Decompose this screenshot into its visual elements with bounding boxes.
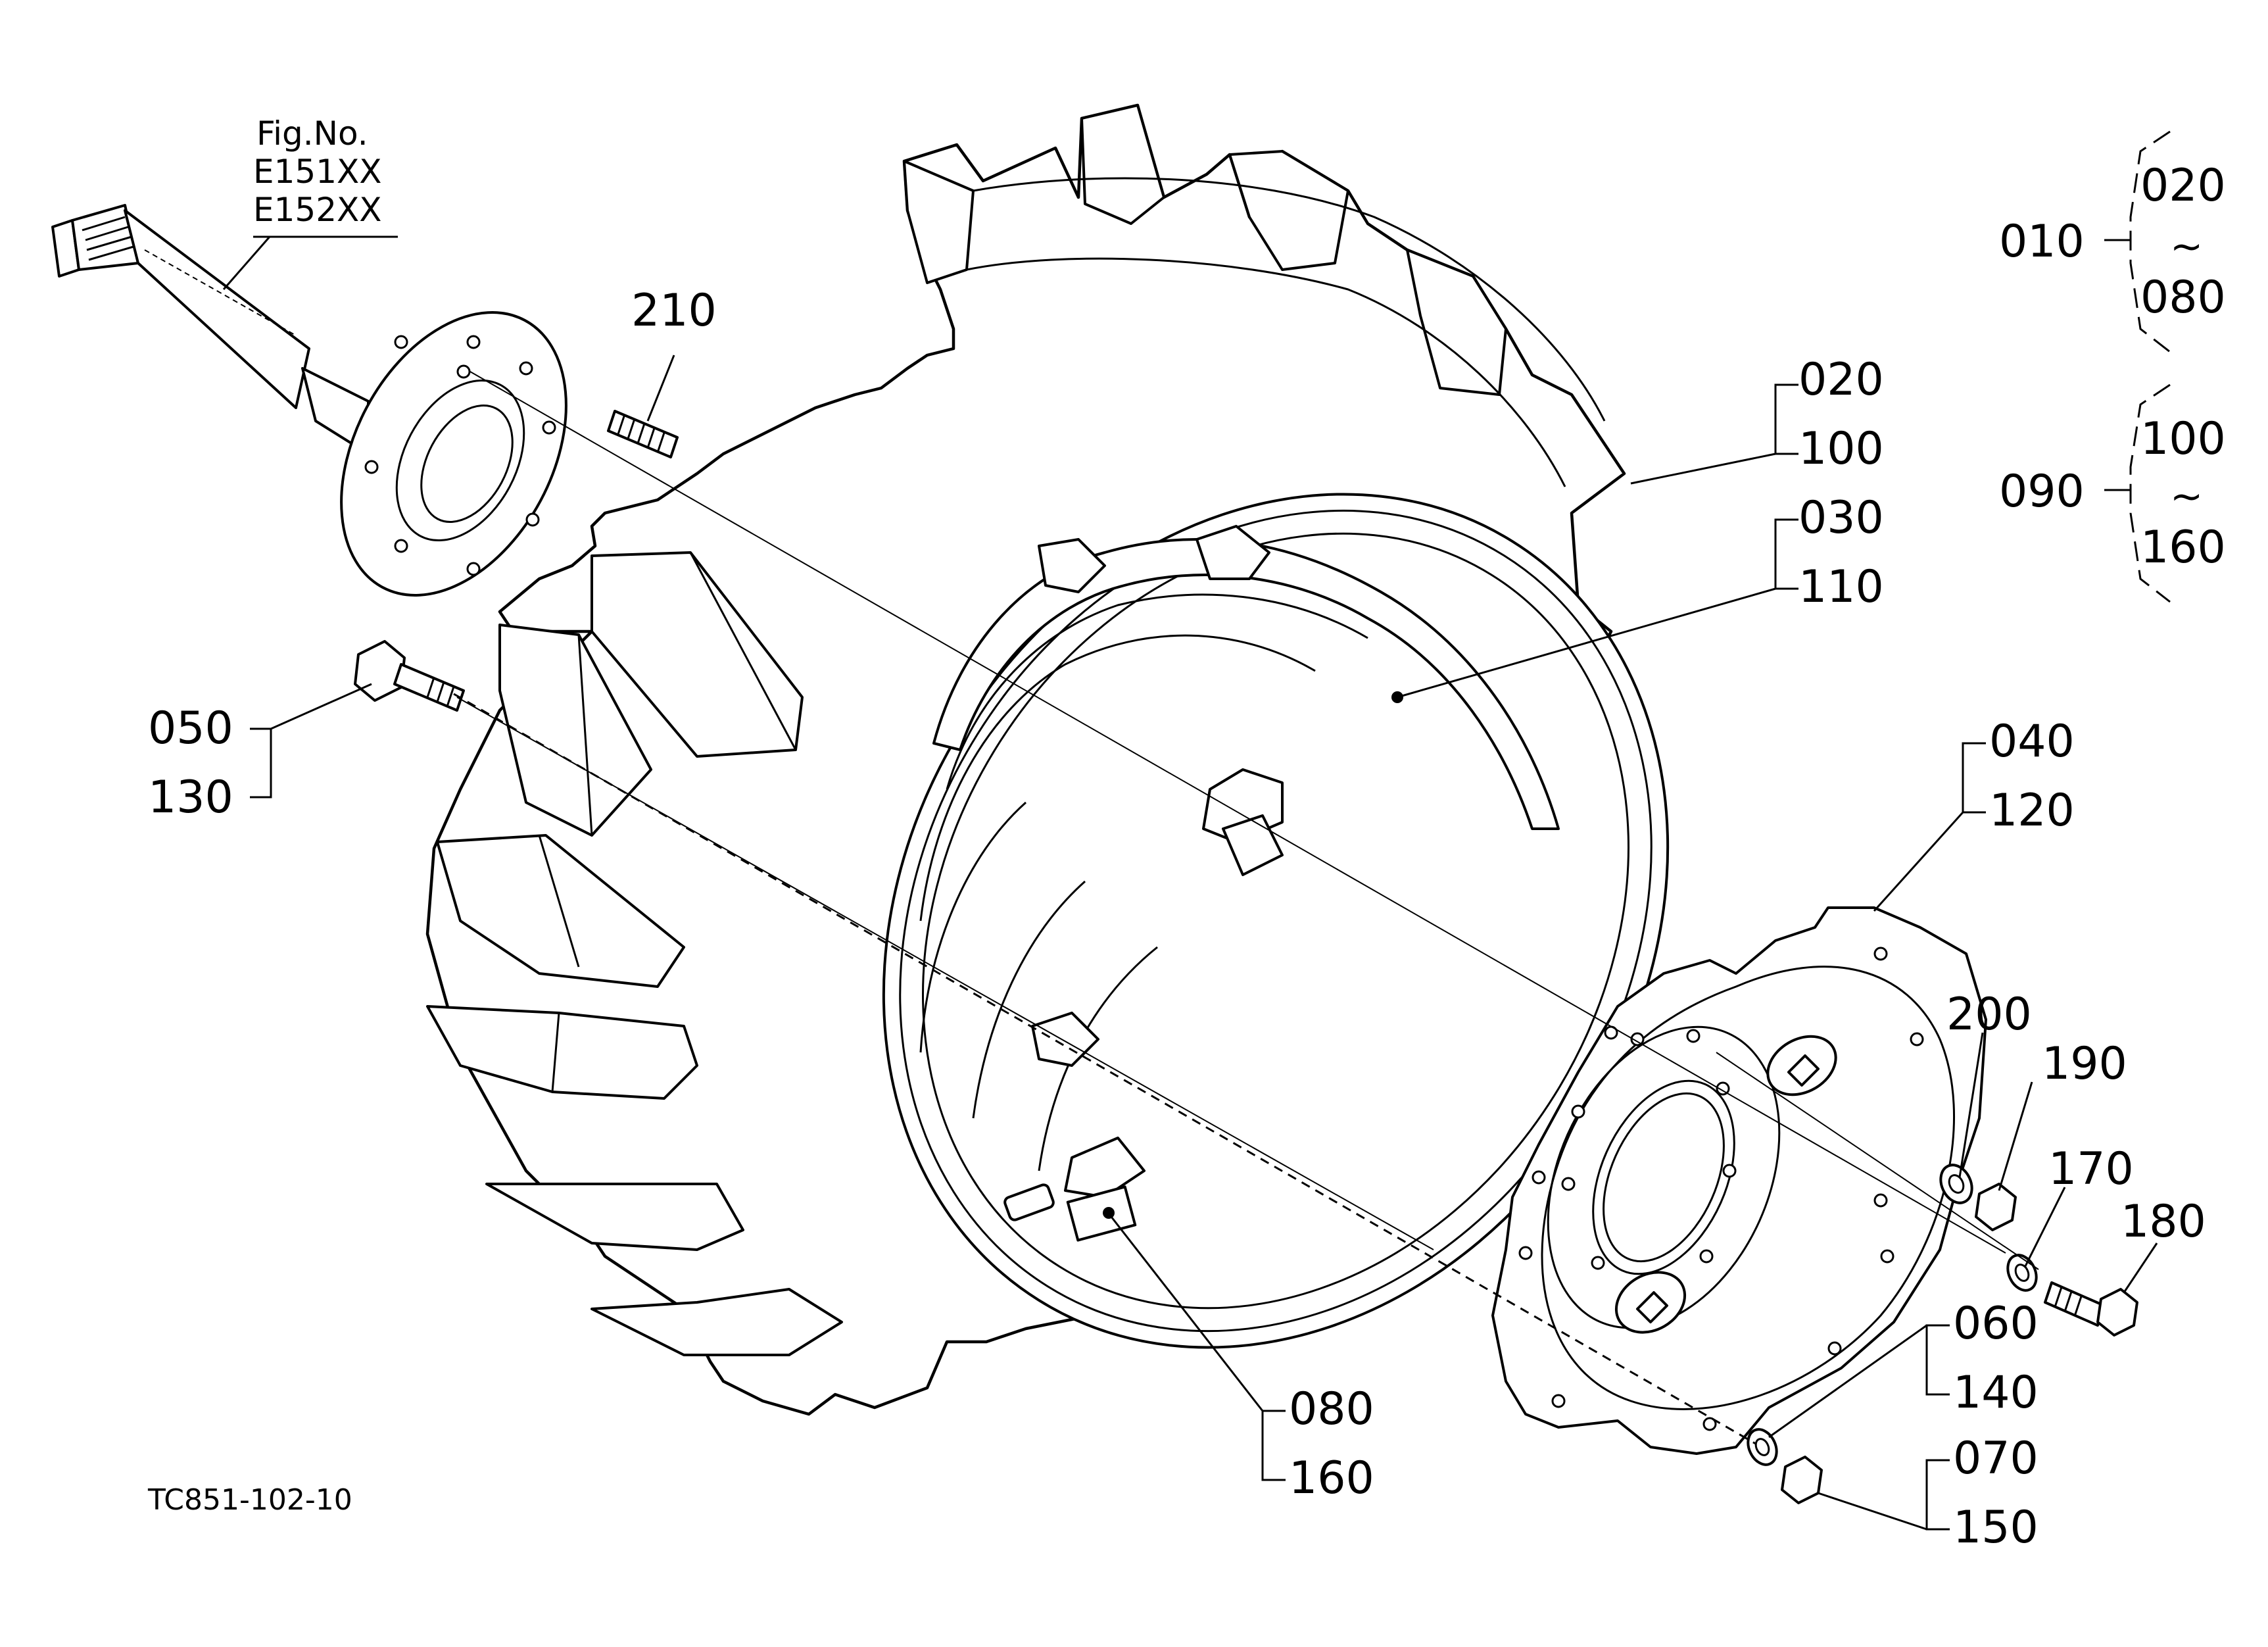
- fig-number-1: E151XX: [253, 153, 382, 191]
- callout-150: 150: [1953, 1502, 2039, 1554]
- leader-lines: [222, 130, 2171, 1531]
- callout-180: 180: [2121, 1196, 2206, 1248]
- group-010-from: 020: [2140, 160, 2226, 212]
- callout-050: 050: [148, 702, 233, 754]
- group-010-tilde: ~: [2170, 224, 2203, 270]
- callout-070: 070: [1953, 1433, 2039, 1485]
- callout-140: 140: [1953, 1367, 2039, 1419]
- wheel-disc: [1491, 906, 1987, 1455]
- rim: [882, 493, 1670, 1349]
- group-010-to: 080: [2140, 272, 2226, 324]
- group-090-from: 100: [2140, 413, 2226, 465]
- figure-reference: Fig.No. E151XX E152XX TC851-102-10: [147, 114, 382, 1517]
- callout-190: 190: [2042, 1038, 2127, 1090]
- group-legend: 010 020 ~ 080 090 100 ~ 160: [1999, 160, 2226, 574]
- group-090-tilde: ~: [2170, 474, 2203, 520]
- callout-030: 030: [1798, 492, 1884, 544]
- rear-axle-shaft: [51, 204, 567, 597]
- callout-020: 020: [1798, 354, 1884, 406]
- callout-120: 120: [1989, 785, 2075, 837]
- callout-130: 130: [148, 772, 233, 823]
- stud-210: [607, 410, 679, 458]
- callout-160: 160: [1289, 1452, 1374, 1504]
- callout-170: 170: [2048, 1143, 2134, 1195]
- group-090-to: 160: [2140, 522, 2226, 574]
- callout-040: 040: [1989, 716, 2075, 768]
- assembly-axes: [144, 249, 2039, 1445]
- fig-number-2: E152XX: [253, 191, 382, 229]
- callout-080: 080: [1289, 1383, 1374, 1435]
- callout-060: 060: [1953, 1298, 2039, 1350]
- fig-label: Fig.No.: [256, 114, 368, 153]
- callout-200: 200: [1946, 989, 2032, 1041]
- group-090-parent: 090: [1999, 466, 2085, 518]
- callout-210: 210: [631, 285, 717, 337]
- callout-labels: 210 020 100 030 110 050 130 040 120 200 …: [148, 285, 2206, 1554]
- drawing-code: TC851-102-10: [147, 1483, 352, 1517]
- group-010-parent: 010: [1999, 216, 2085, 268]
- bolt-050: [354, 640, 465, 712]
- callout-100: 100: [1798, 423, 1884, 475]
- callout-110: 110: [1798, 561, 1884, 613]
